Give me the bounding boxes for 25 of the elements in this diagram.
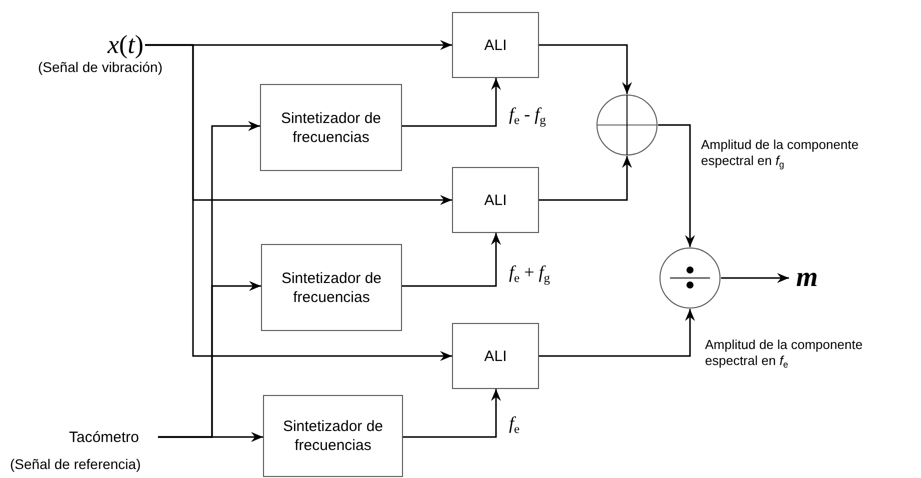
edge-label: f$_{e}$ + f$_{g}$ [508,262,552,288]
arrow [539,44,632,94]
signal-label: x(t) [107,30,144,60]
edge-label: f$_{e}$ - f$_{g}$ [508,104,547,130]
process-box: Sintetizador de frecuencias [261,244,402,331]
arrow [539,156,632,201]
output-label: m [796,262,818,294]
arrow [402,78,501,127]
process-box: ALI [452,323,539,389]
divider-junction [659,247,721,309]
arrow [402,233,501,287]
arrow [403,389,501,438]
arrow [158,432,263,442]
process-box: ALI [452,12,539,78]
signal-caption: (Señal de referencia) [10,456,141,472]
signal-caption: (Señal de vibración) [38,59,163,75]
arrow [721,273,789,283]
process-box: Sintetizador de frecuencias [260,84,402,171]
arrow [658,124,695,247]
process-box: ALI [452,167,539,233]
arrow [539,309,695,357]
process-box: Sintetizador de frecuencias [263,395,403,477]
summing-junction [596,94,658,156]
arrow [145,44,452,361]
signal-label: Tacómetro [68,428,140,446]
